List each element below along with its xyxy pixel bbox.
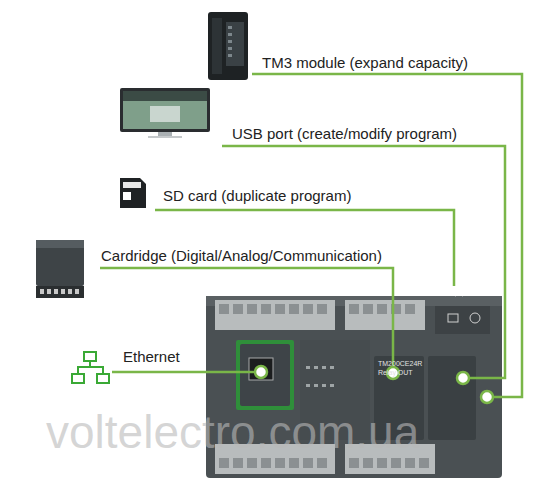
model-text: Relay OUT	[378, 369, 413, 377]
callout-label: USB port (create/modify program)	[232, 125, 457, 142]
callout-label: TM3 module (expand capacity)	[262, 54, 468, 71]
model-number: TM200CE24R	[378, 360, 422, 368]
watermark: voltelectro.com.ua	[46, 406, 419, 459]
leader-lines	[100, 74, 522, 397]
cartridge	[36, 240, 84, 298]
sd-card	[120, 178, 146, 208]
callout-label: Ethernet	[123, 348, 180, 365]
callout-dots	[255, 366, 493, 403]
tm3-module	[208, 12, 248, 80]
computer-monitor	[120, 88, 210, 138]
callout-label: Cardridge (Digital/Analog/Communication)	[101, 247, 382, 264]
callout-label: SD card (duplicate program)	[163, 187, 351, 204]
network-icon	[72, 352, 109, 383]
